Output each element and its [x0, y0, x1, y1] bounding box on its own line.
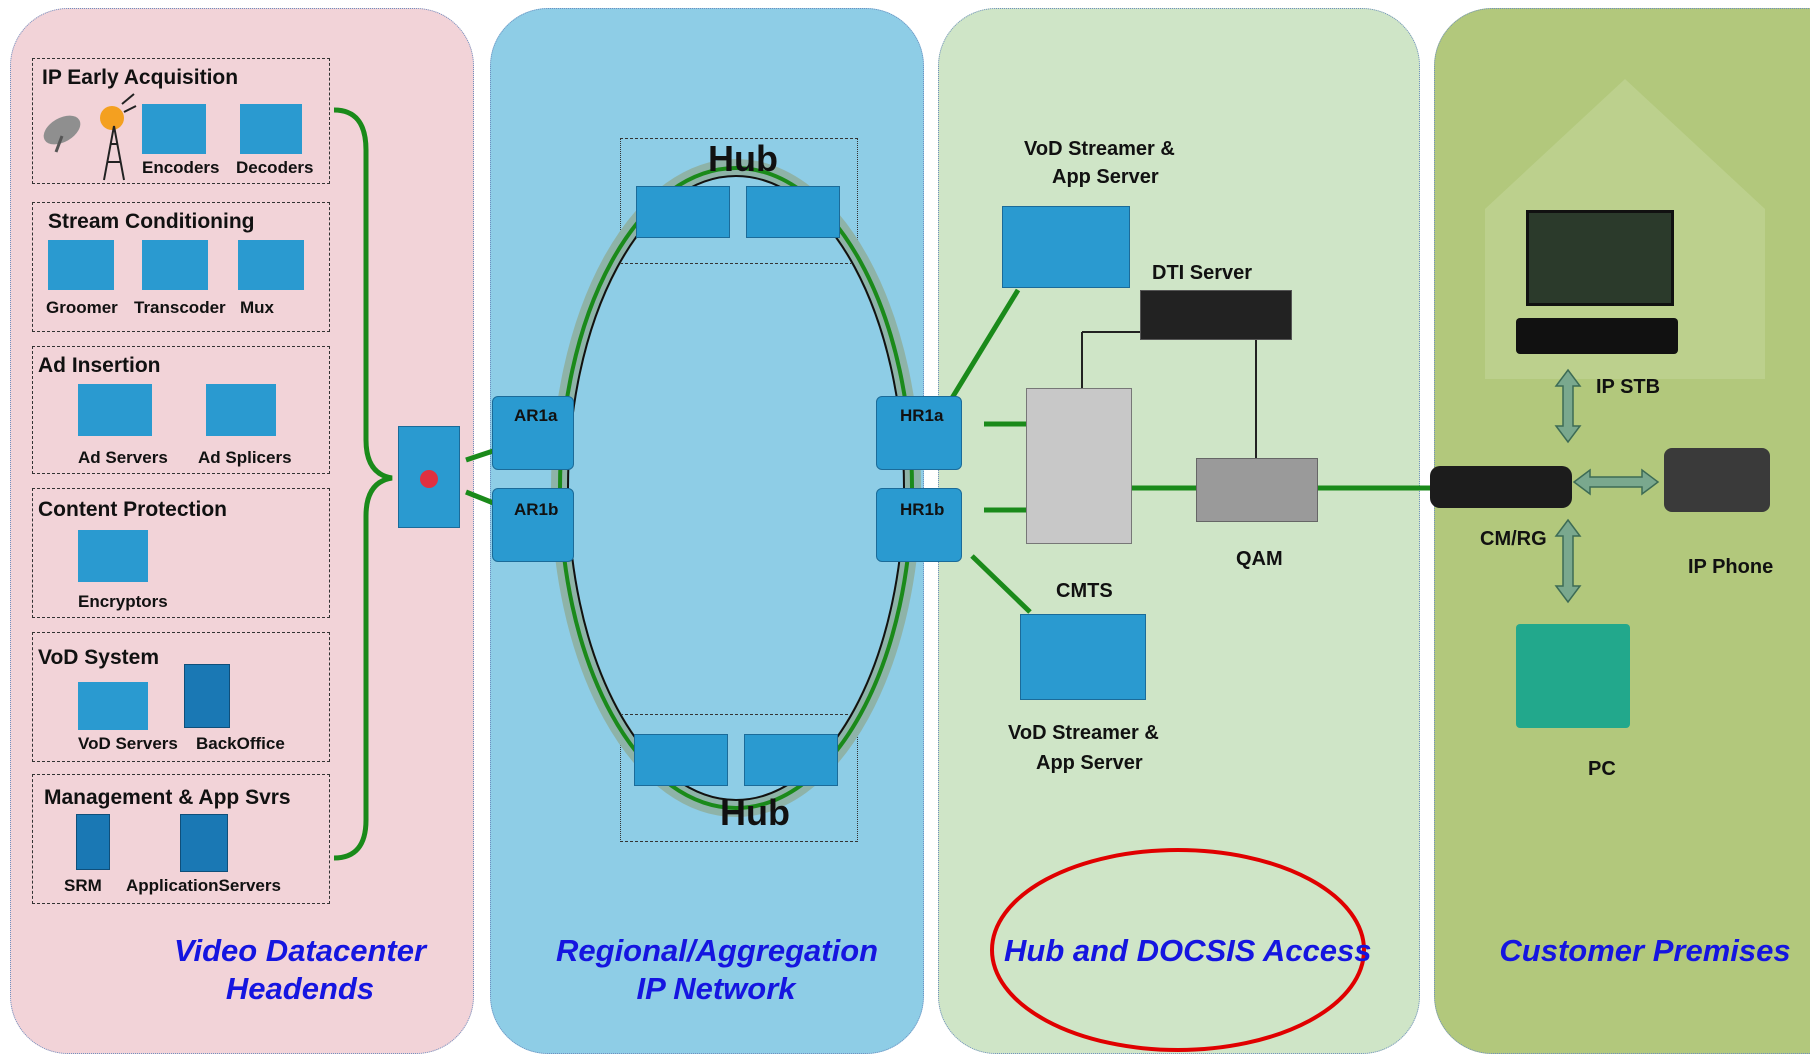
link-hr1a-vod	[949, 288, 1021, 400]
caption-regional-line1: Regional/Aggregation	[556, 933, 879, 968]
router-ar1a-label: AR1a	[514, 406, 558, 425]
group-title-ad-insertion: Ad Insertion	[38, 354, 161, 377]
label-backoffice: BackOffice	[196, 734, 285, 753]
label-ad-splicers: Ad Splicers	[198, 448, 292, 467]
transcoder-icon	[142, 240, 208, 290]
set-top-box-icon	[1516, 318, 1678, 354]
label-encryptors: Encryptors	[78, 592, 168, 611]
group-box-acquisition	[32, 58, 330, 184]
hub-box-bottom	[620, 714, 858, 842]
group-title-management: Management & App Svrs	[44, 786, 291, 809]
cmts-icon	[1026, 388, 1132, 544]
dti-server-label: DTI Server	[1152, 262, 1253, 284]
caption-premises: Customer Premises	[1499, 933, 1791, 968]
ip-phone-label: IP Phone	[1688, 556, 1774, 578]
router-hr1a-label: HR1a	[900, 406, 944, 425]
groomer-icon	[48, 240, 114, 290]
encoder-icon	[142, 104, 206, 154]
label-transcoder: Transcoder	[134, 298, 226, 317]
dti-server-icon	[1140, 290, 1292, 340]
cmts-label: CMTS	[1056, 580, 1113, 602]
router-ar1a-icon	[492, 396, 574, 470]
router-hr1b-label: HR1b	[900, 500, 945, 519]
ad-splicer-icon	[206, 384, 276, 436]
satellite-dish-icon	[43, 115, 81, 153]
vod-top-label-line2: App Server	[1052, 166, 1159, 188]
label-vod-servers: VoD Servers	[78, 734, 178, 753]
ip-phone-icon	[1664, 448, 1770, 512]
label-ad-servers: Ad Servers	[78, 448, 168, 467]
access-panel	[938, 8, 1420, 1054]
highlight-circle	[990, 848, 1366, 1052]
group-title-acquisition: IP Early Acquisition	[42, 66, 239, 89]
caption-headend-line2: Headends	[225, 971, 375, 1006]
group-title-conditioning: Stream Conditioning	[48, 210, 255, 233]
hub-bottom-switch-1-icon	[634, 734, 728, 786]
vod-bottom-label-line2: App Server	[1036, 752, 1143, 774]
qam-icon	[1196, 458, 1318, 522]
backoffice-server-icon	[184, 664, 230, 728]
vod-streamer-bottom-icon	[1020, 614, 1146, 700]
label-groomer: Groomer	[46, 298, 118, 317]
vod-bottom-label-line1: VoD Streamer &	[1008, 722, 1159, 744]
link-switch-ar1a	[465, 447, 497, 463]
router-hr1a-icon	[876, 396, 962, 470]
hub-box-top	[620, 138, 858, 264]
hub-top-switch-2-icon	[746, 186, 840, 238]
group-box-vod	[32, 632, 330, 762]
pc-label: PC	[1588, 758, 1616, 780]
srm-server-icon	[76, 814, 110, 870]
headend-brace	[333, 107, 393, 861]
group-title-vod: VoD System	[38, 646, 159, 669]
label-srm: SRM	[64, 876, 102, 895]
ad-server-icon	[78, 384, 152, 436]
vod-streamer-top-icon	[1002, 206, 1130, 288]
hub-bottom-switch-2-icon	[744, 734, 838, 786]
regional-ring-black	[567, 175, 905, 801]
hub-top-switch-1-icon	[636, 186, 730, 238]
qam-label: QAM	[1236, 548, 1283, 570]
vod-top-label-line1: VoD Streamer &	[1024, 138, 1175, 160]
label-encoders: Encoders	[142, 158, 220, 177]
caption-regional-line2: IP Network	[636, 971, 796, 1006]
router-hr1b-icon	[876, 488, 962, 562]
group-box-conditioning	[32, 202, 330, 332]
aggregation-switch-icon	[398, 426, 460, 528]
router-ar1b-label: AR1b	[514, 500, 559, 519]
label-decoders: Decoders	[236, 158, 314, 177]
caption-headend-line1: Video Datacenter	[173, 933, 427, 968]
encryptor-icon	[78, 530, 148, 582]
hub-top-label: Hub	[708, 138, 778, 179]
tv-icon	[1526, 210, 1674, 306]
cmrg-label: CM/RG	[1480, 528, 1547, 550]
router-ar1b-icon	[492, 488, 574, 562]
application-server-icon	[180, 814, 228, 872]
cable-modem-icon	[1430, 466, 1572, 508]
arrow-cmrg-pc	[1554, 518, 1582, 604]
antenna-tower-icon	[100, 93, 137, 181]
link-hr1b-vod	[970, 554, 1032, 614]
arrow-cmrg-phone	[1572, 468, 1660, 496]
decoder-icon	[240, 104, 302, 154]
regional-ring-outer	[551, 159, 921, 817]
label-application-servers: ApplicationServers	[126, 876, 281, 895]
arrow-stb-cmrg	[1554, 368, 1582, 444]
link-switch-ar1b	[465, 489, 497, 507]
group-box-ad-insertion	[32, 346, 330, 474]
group-box-management	[32, 774, 330, 904]
label-mux: Mux	[240, 298, 274, 317]
hub-bottom-label: Hub	[720, 792, 790, 833]
caption-access: Hub and DOCSIS Access	[1004, 933, 1372, 968]
group-box-content-protection	[32, 488, 330, 618]
mux-icon	[238, 240, 304, 290]
stb-label: IP STB	[1596, 376, 1661, 398]
vod-server-icon	[78, 682, 148, 730]
pc-icon	[1516, 624, 1630, 728]
group-title-content-protection: Content Protection	[38, 498, 227, 521]
